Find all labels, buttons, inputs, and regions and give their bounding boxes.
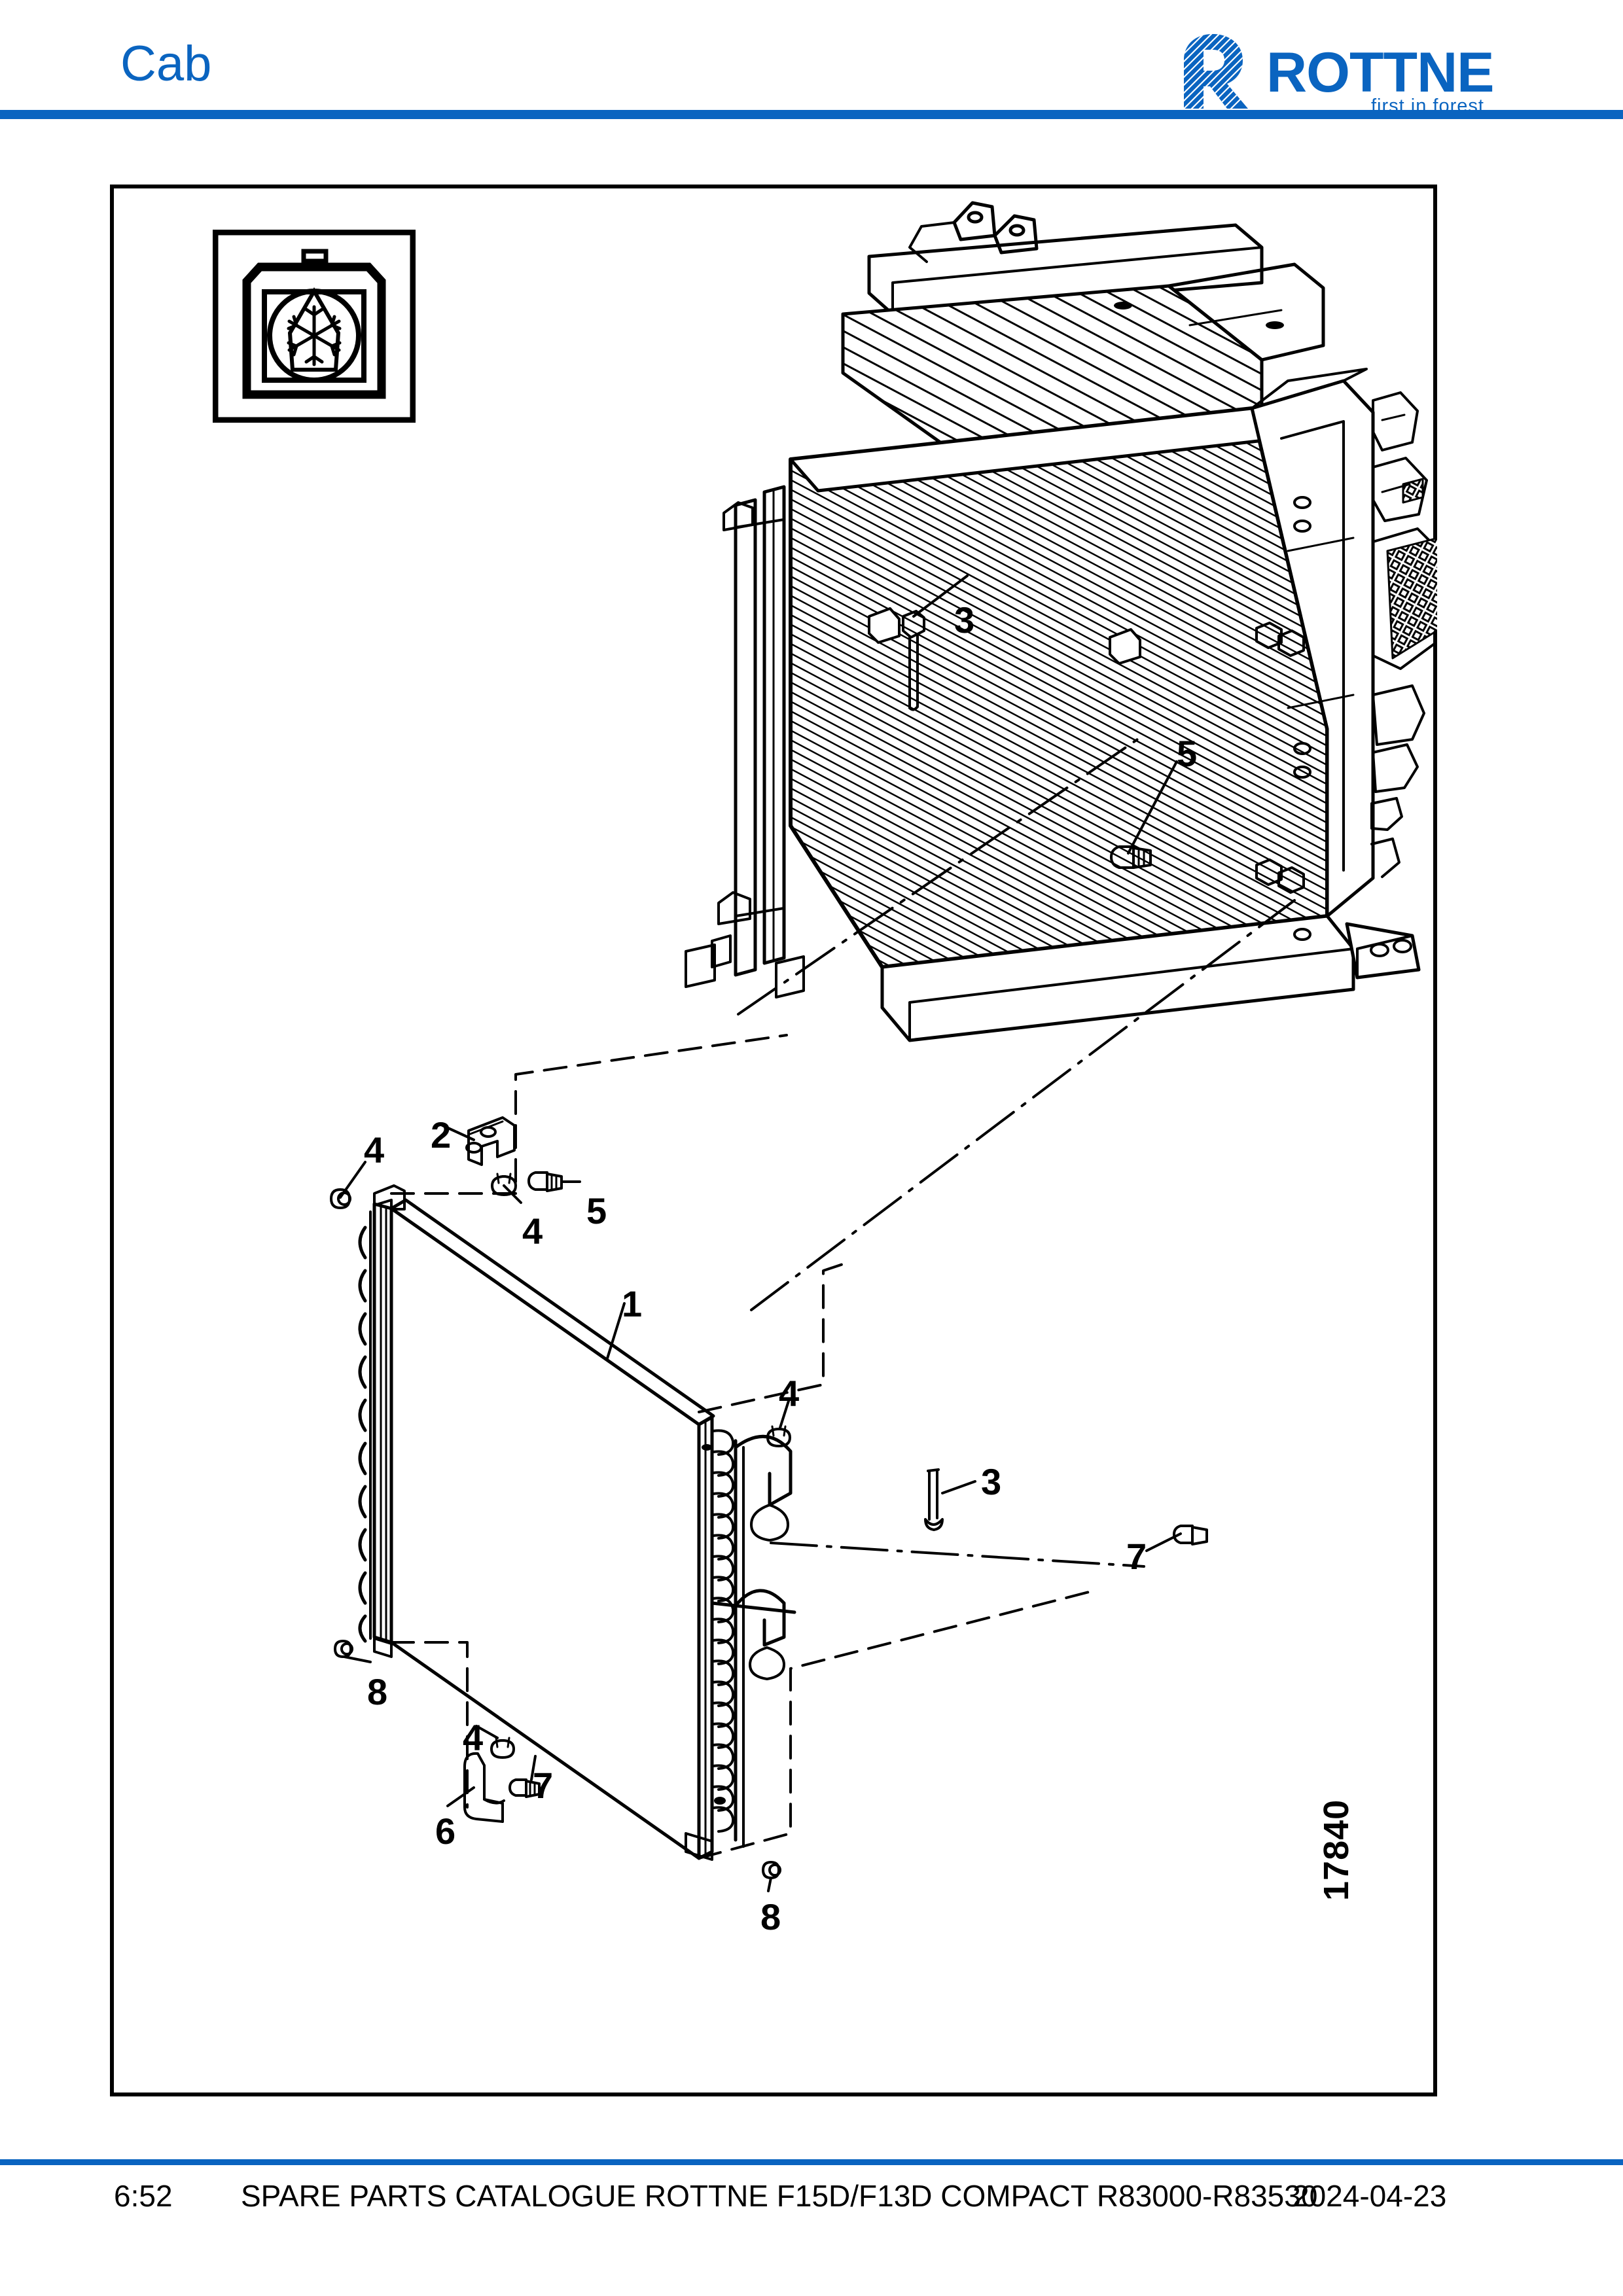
callout-8: 8 [367,1671,388,1712]
callout-4: 4 [463,1717,484,1758]
callout-7: 7 [533,1765,554,1806]
callout-3: 3 [981,1461,1002,1502]
callout-6: 6 [435,1810,456,1852]
diagram-frame [110,185,1437,2096]
footer-date: 2024-04-23 [1293,2179,1447,2213]
callout-4: 4 [779,1373,800,1414]
callout-5: 5 [1177,733,1198,774]
footer-page-number: 6:52 [114,2179,173,2213]
logo-wordmark: ROTTNE [1266,41,1495,104]
footer-divider [0,2159,1623,2165]
page-footer: 6:52 SPARE PARTS CATALOGUE ROTTNE F15D/F… [0,2176,1623,2234]
callout-4: 4 [364,1129,385,1171]
callout-4: 4 [522,1210,543,1252]
header-divider [0,110,1623,119]
page-header: Cab [0,0,1623,119]
cab-air-conditioning-icon [212,229,416,423]
rottne-logo: ROTTNE first in forest [1175,31,1515,116]
callout-7: 7 [1126,1536,1147,1577]
callout-1: 1 [622,1283,643,1324]
rottne-r-icon [1184,34,1248,109]
logo-tagline: first in forest [1371,96,1484,116]
callout-2: 2 [431,1114,452,1156]
callout-8: 8 [760,1896,781,1937]
drawing-number: 17840 [1317,1799,1356,1901]
footer-catalogue-title: SPARE PARTS CATALOGUE ROTTNE F15D/F13D C… [241,2179,1318,2213]
page-title: Cab [120,36,212,92]
callout-3: 3 [954,599,975,641]
callout-5: 5 [586,1190,607,1231]
